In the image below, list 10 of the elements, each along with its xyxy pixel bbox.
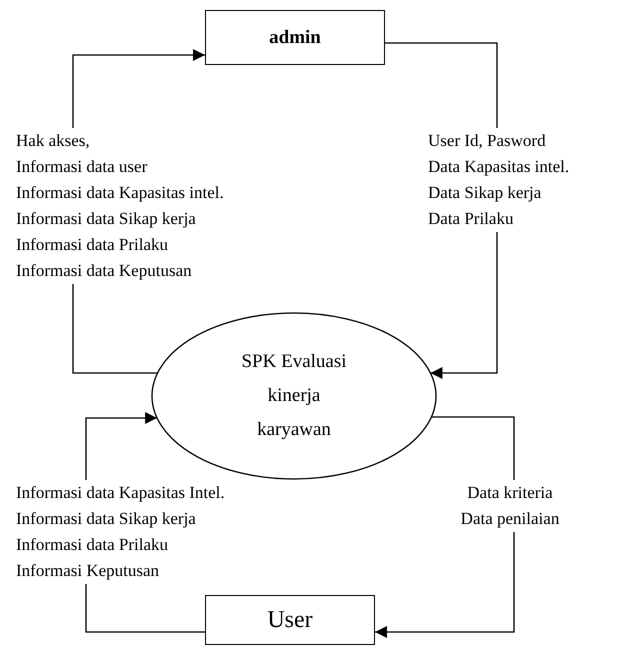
- node-label: admin: [269, 26, 321, 50]
- node-label: SPK Evaluasi kinerja karyawan: [240, 350, 348, 442]
- edge-label: User Id, Pasword Data Kapasitas intel. Data Sikap kerja Data Prilaku: [428, 128, 570, 232]
- arrow: [375, 416, 515, 638]
- node-label: User: [267, 606, 313, 635]
- process-ellipse: [151, 312, 437, 480]
- edge-label: Hak akses, Informasi data user Informasi data Kapasitas intel. Informasi data Sikap kerja Informasi data Prilaku Informasi data Keputusan: [16, 128, 224, 284]
- entity-box: [205, 10, 385, 65]
- edge-label: Informasi data Kapasitas Intel. Informasi data Sikap kerja Informasi data Prilaku Informasi Keputusan: [16, 480, 225, 584]
- entity-box: [205, 595, 375, 645]
